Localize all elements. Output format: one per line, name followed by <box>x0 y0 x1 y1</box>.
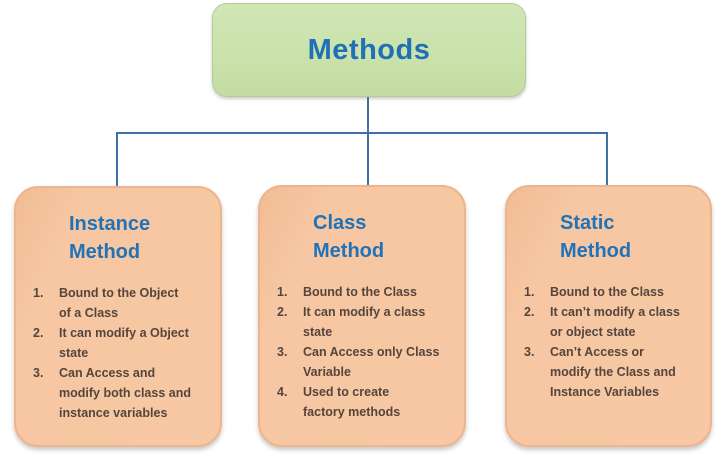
list-item: 3. Can Access only Class Variable <box>277 342 458 382</box>
root-node-title: Methods <box>307 33 431 66</box>
list-item: 2. It can’t modify a class or object sta… <box>524 302 704 342</box>
list-item: 1. Bound to the Class <box>277 282 458 302</box>
item-text: Bound to the Class <box>550 285 664 299</box>
item-text: Bound to the Object of a Class <box>59 286 179 320</box>
node-class-method: Class Method 1. Bound to the Class 2. It… <box>258 185 466 447</box>
node-list: 1. Bound to the Class 2. It can’t modify… <box>507 282 710 402</box>
item-text: It can modify a Object state <box>59 326 189 360</box>
item-text: It can modify a class state <box>303 305 426 339</box>
item-number: 2. <box>33 326 44 340</box>
item-text: It can’t modify a class or object state <box>550 305 680 339</box>
item-text: Can Access and modify both class and ins… <box>59 366 191 420</box>
list-item: 3. Can’t Access or modify the Class and … <box>524 342 704 402</box>
item-number: 2. <box>277 305 288 319</box>
node-title: Class Method <box>313 212 385 262</box>
item-number: 1. <box>524 285 535 299</box>
list-item: 3. Can Access and modify both class and … <box>33 363 214 423</box>
node-title: Static Method <box>560 212 632 262</box>
item-number: 4. <box>277 385 288 399</box>
list-item: 1. Bound to the Object of a Class <box>33 283 214 323</box>
node-title: Instance Method <box>69 213 151 263</box>
item-number: 3. <box>33 366 44 380</box>
root-node-methods: Methods <box>212 3 526 97</box>
item-number: 1. <box>277 285 288 299</box>
node-list: 1. Bound to the Class 2. It can modify a… <box>260 282 464 422</box>
item-text: Can’t Access or modify the Class and Ins… <box>550 345 676 399</box>
item-number: 3. <box>524 345 535 359</box>
connector-drop-left <box>116 132 118 188</box>
item-text: Can Access only Class Variable <box>303 345 440 379</box>
node-instance-method: Instance Method 1. Bound to the Object o… <box>14 186 222 447</box>
item-text: Bound to the Class <box>303 285 417 299</box>
list-item: 2. It can modify a class state <box>277 302 458 342</box>
node-list: 1. Bound to the Object of a Class 2. It … <box>16 283 220 423</box>
connector-drop-right <box>606 132 608 187</box>
item-number: 3. <box>277 345 288 359</box>
item-text: Used to create factory methods <box>303 385 401 419</box>
item-number: 1. <box>33 286 44 300</box>
item-number: 2. <box>524 305 535 319</box>
list-item: 1. Bound to the Class <box>524 282 704 302</box>
connector-trunk-vertical <box>367 95 369 187</box>
list-item: 4. Used to create factory methods <box>277 382 458 422</box>
connector-horizontal-bus <box>116 132 608 134</box>
node-static-method: Static Method 1. Bound to the Class 2. I… <box>505 185 712 447</box>
list-item: 2. It can modify a Object state <box>33 323 214 363</box>
